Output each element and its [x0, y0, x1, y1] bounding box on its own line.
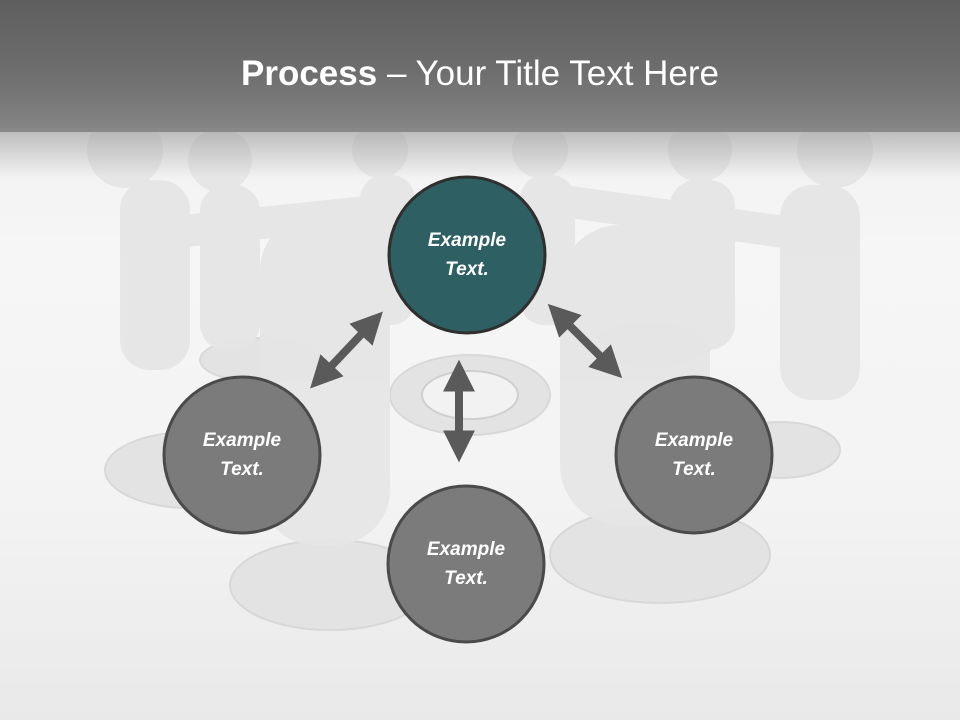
arrow-top-left: [310, 311, 383, 389]
arrow-top-right: [547, 303, 623, 379]
node-bottom-line1: Example: [426, 539, 506, 560]
node-bottom-circle[interactable]: [386, 484, 546, 644]
node-top-circle[interactable]: [387, 175, 547, 335]
node-right-line2: Text.: [672, 459, 716, 480]
page-title: Process – Your Title Text Here: [0, 52, 960, 96]
node-top-line1: Example: [427, 230, 507, 251]
title-rest: – Your Title Text Here: [377, 54, 719, 93]
node-left-line1: Example: [202, 430, 282, 451]
node-top-label: Example Text.: [392, 226, 542, 284]
title-bar-fade: [0, 128, 960, 178]
node-right-circle[interactable]: [614, 375, 774, 535]
node-right-line1: Example: [654, 430, 734, 451]
node-right-label: Example Text.: [619, 426, 769, 484]
node-bottom-line2: Text.: [444, 568, 488, 589]
node-left-label: Example Text.: [167, 426, 317, 484]
node-left-line2: Text.: [220, 459, 264, 480]
title-bold: Process: [241, 54, 378, 93]
node-bottom-label: Example Text.: [391, 535, 541, 593]
node-top-line2: Text.: [445, 259, 489, 280]
title-bar: [0, 0, 960, 132]
node-left-circle[interactable]: [162, 375, 322, 535]
